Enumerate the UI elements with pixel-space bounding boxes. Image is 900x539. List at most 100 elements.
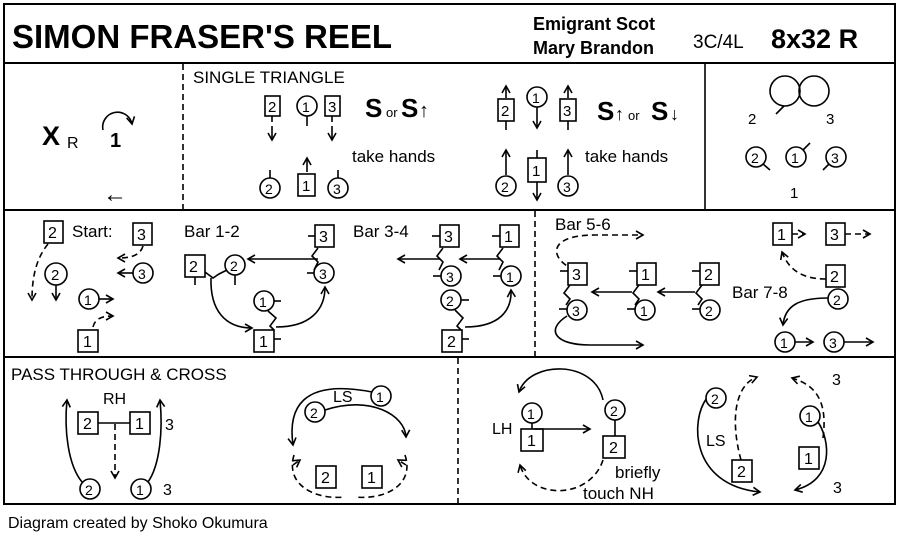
svg-text:1: 1 [527,406,535,422]
triangle-b: 2 1 3 2 1 3 [495,84,579,202]
svg-text:3: 3 [319,266,327,282]
svg-text:2: 2 [501,103,509,120]
svg-text:2: 2 [446,293,454,309]
svg-text:LH: LH [492,421,512,438]
svg-text:1: 1 [777,227,786,244]
set-info: 3C/4L [693,32,744,53]
svg-text:1: 1 [135,416,144,433]
svg-text:2: 2 [704,267,713,284]
svg-text:3: 3 [138,266,146,282]
setting-b-arrow1: ↑ [615,104,624,124]
svg-text:2: 2 [321,470,330,487]
svg-text:1: 1 [367,470,376,487]
direction-arrow: ← [103,181,127,208]
bar-3-4-label: Bar 3-4 [353,222,409,241]
setting-arrow: ↑ [419,100,429,122]
pass-through-diagram-4: 2 LS 2 3 1 1 3 [696,372,842,497]
svg-text:1: 1 [527,433,536,450]
position-2: 2 [748,111,756,128]
position-3: 3 [826,111,834,128]
pass-through-diagram-3: 1 LH 1 2 2 briefly touch NH [492,368,661,503]
svg-text:3: 3 [830,227,839,244]
reel-loop-left [769,75,801,107]
svg-text:2: 2 [230,258,238,274]
turn-arrow-icon [101,111,136,131]
reel-loop-right [798,75,830,107]
setting-b-arrow2: ↓ [670,104,679,124]
svg-text:1: 1 [640,303,648,319]
svg-text:1: 1 [804,451,813,468]
svg-text:2: 2 [705,303,713,319]
svg-text:3: 3 [446,269,454,285]
svg-text:1: 1 [780,335,788,351]
dancer-2: 2 [751,150,759,166]
svg-text:1: 1 [259,334,268,351]
turn-dancer: 1 [110,130,121,152]
bar-7-8-diagram: 1 3 2 2 1 3 [772,222,875,353]
svg-text:3: 3 [832,372,841,389]
svg-text:1: 1 [532,90,540,106]
bar-3-4-diagram: 3 1 3 1 2 2 [396,224,522,353]
svg-text:1: 1 [532,163,540,180]
svg-text:2: 2 [833,292,841,308]
start-label: Start: [72,222,113,241]
svg-text:1: 1 [641,267,650,284]
svg-text:1: 1 [504,229,513,246]
svg-text:3: 3 [833,480,842,497]
svg-text:1: 1 [83,334,92,351]
dancer-3: 3 [831,150,839,166]
svg-text:3: 3 [333,181,341,197]
figure-title-single-triangle: SINGLE TRIANGLE [193,68,345,87]
bar-5-6-diagram: 3 1 2 3 1 2 [554,230,721,350]
take-hands-a: take hands [352,147,435,166]
svg-text:3: 3 [572,267,581,284]
svg-text:3: 3 [328,99,336,116]
setting-s1: S [365,93,382,123]
svg-text:2: 2 [447,334,456,351]
setting-b-s1: S [597,96,614,126]
bar-1-2-label: Bar 1-2 [184,222,240,241]
svg-text:1: 1 [302,99,310,115]
start-diagram: 2 Start: 3 2 3 1 1 [27,220,154,353]
svg-text:2: 2 [501,179,509,195]
svg-text:2: 2 [189,259,198,276]
svg-text:1: 1 [84,292,92,308]
svg-text:3: 3 [563,179,571,195]
svg-text:1: 1 [259,294,267,310]
svg-text:1: 1 [805,409,813,425]
svg-text:2: 2 [610,403,618,419]
svg-text:2: 2 [830,269,839,286]
svg-text:2: 2 [51,267,59,284]
svg-text:briefly: briefly [615,463,661,482]
setting-or: or [386,105,398,120]
svg-text:2: 2 [268,99,276,116]
bar-1-2-diagram: 2 2 3 3 1 1 [184,224,335,353]
svg-text:2: 2 [85,482,93,498]
dancer-1: 1 [791,150,799,166]
svg-text:2: 2 [310,405,318,421]
svg-text:1: 1 [376,389,384,405]
row3-frame [3,356,896,505]
take-hands-b: take hands [585,147,668,166]
svg-text:3: 3 [163,482,172,499]
setting-b-or: or [628,108,640,123]
svg-text:2: 2 [265,181,273,197]
setting-b-s2: S [651,96,668,126]
svg-text:2: 2 [48,225,57,242]
svg-text:3: 3 [829,335,837,351]
dance-title: SIMON FRASER'S REEL [12,18,392,55]
svg-text:3: 3 [165,417,174,434]
svg-text:1: 1 [506,269,514,285]
cross-hand: R [67,135,79,152]
figure-title-pass-through: PASS THROUGH & CROSS [11,365,227,384]
svg-text:2: 2 [609,440,618,457]
svg-text:3: 3 [319,229,328,246]
dance-source: Emigrant Scot [533,14,655,34]
triangle-a: 2 1 3 2 1 3 [259,95,349,199]
svg-text:RH: RH [103,391,126,408]
svg-text:touch NH: touch NH [583,484,654,503]
svg-text:2: 2 [711,391,719,407]
dance-format: 8x32 R [771,24,858,54]
svg-text:1: 1 [302,178,310,195]
